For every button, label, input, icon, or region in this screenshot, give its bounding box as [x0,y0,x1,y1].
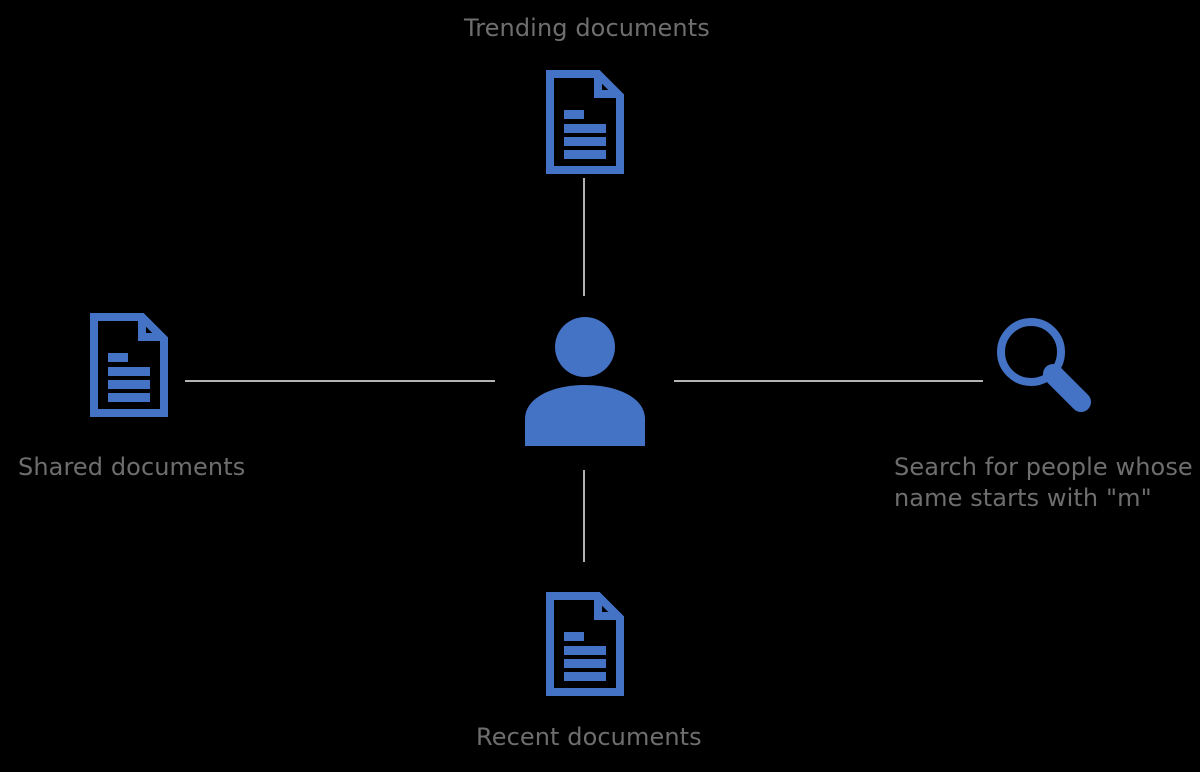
connector-center-to-recent [583,470,585,562]
document-icon-recent[interactable] [546,592,624,696]
connector-center-to-shared [185,380,495,382]
magnifying-glass-icon[interactable] [993,314,1093,414]
label-recent-documents: Recent documents [476,723,702,751]
person-icon[interactable] [523,315,647,448]
connector-center-to-search [674,380,983,382]
document-icon-shared[interactable] [90,313,168,417]
connector-center-to-trending [583,178,585,296]
label-trending-documents: Trending documents [464,14,710,42]
document-icon-trending[interactable] [546,70,624,174]
label-search-people: Search for people whose name starts with… [894,453,1193,512]
label-shared-documents: Shared documents [18,453,246,481]
